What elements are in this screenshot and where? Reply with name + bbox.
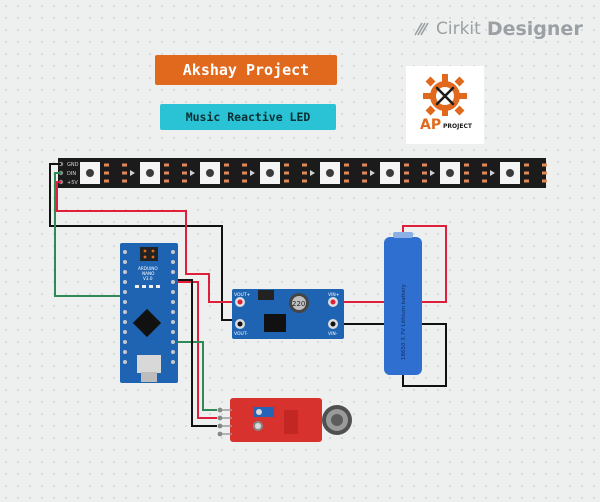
green-wires[interactable] bbox=[54, 172, 217, 411]
cirkit-logo-icon bbox=[414, 22, 429, 36]
strip-pin-5v: +5V bbox=[67, 180, 78, 186]
vout-plus-label: VOUT+ bbox=[234, 292, 251, 298]
led-pixel bbox=[140, 162, 195, 184]
logo-text: AP bbox=[420, 117, 441, 133]
gear-wrench-icon: AP PROJECT bbox=[420, 74, 473, 133]
brand-name: Designer bbox=[486, 18, 583, 40]
battery-label: 18650 3.7V Lithium battery bbox=[401, 283, 407, 360]
arduino-label-3: V3.0 bbox=[143, 276, 153, 281]
led-pixels bbox=[80, 162, 547, 184]
led-pixel bbox=[320, 162, 375, 184]
led-pixel bbox=[500, 162, 547, 184]
vin-plus-label: VIN+ bbox=[328, 292, 340, 298]
lithium-battery[interactable]: 18650 3.7V Lithium battery bbox=[384, 232, 422, 375]
arduino-nano[interactable]: ARDUINO NANO V3.0 bbox=[120, 243, 178, 383]
boost-converter[interactable]: 220 VOUT+ VOUT- VIN+ VIN- bbox=[232, 289, 344, 339]
brand-header: Cirkit Designer bbox=[412, 18, 583, 40]
led-pixel bbox=[200, 162, 255, 184]
inductor-label: 220 bbox=[292, 300, 305, 308]
project-title: Akshay Project bbox=[155, 55, 337, 85]
sound-sensor[interactable] bbox=[217, 398, 352, 442]
led-pixel bbox=[80, 162, 135, 184]
arduino-label-2: NANO bbox=[142, 271, 155, 276]
vout-minus-label: VOUT- bbox=[234, 331, 248, 337]
ap-project-logo: AP PROJECT bbox=[406, 66, 484, 144]
sensor-gnd-wire[interactable] bbox=[176, 279, 217, 427]
project-subtitle: Music Reactive LED bbox=[160, 104, 336, 130]
led-pixel bbox=[260, 162, 315, 184]
led-pixel bbox=[380, 162, 435, 184]
brand-prefix: Cirkit bbox=[436, 19, 481, 39]
strip-pin-din: DIN bbox=[67, 171, 76, 177]
vin-minus-label: VIN- bbox=[328, 331, 338, 337]
logo-subtext: PROJECT bbox=[443, 123, 473, 130]
strip-pin-gnd: GND bbox=[67, 162, 79, 168]
arduino-label-1: ARDUINO bbox=[138, 266, 158, 271]
led-pixel bbox=[440, 162, 495, 184]
led-strip[interactable]: GND DIN +5V bbox=[58, 158, 547, 188]
